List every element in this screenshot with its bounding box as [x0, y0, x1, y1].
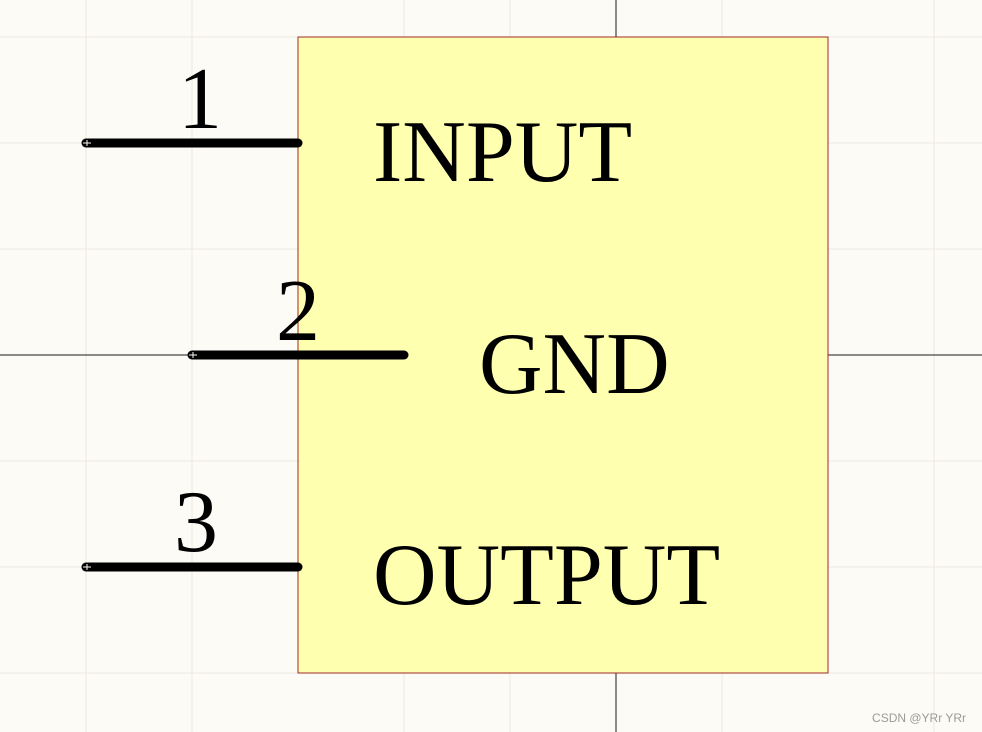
pin-2-number: 2 [276, 263, 320, 360]
pin-1[interactable]: 1 INPUT [81, 51, 632, 201]
pin-1-name: INPUT [373, 104, 632, 201]
pin-2[interactable]: 2 GND [187, 263, 670, 413]
pin-3-name: OUTPUT [373, 527, 720, 624]
pin-3-number: 3 [174, 474, 218, 571]
pin-3-hotspot-icon [83, 564, 91, 570]
pin-1-number: 1 [178, 51, 222, 148]
watermark: CSDN @YRr YRr [872, 711, 966, 725]
pin-1-hotspot-icon [83, 140, 91, 146]
pin-3[interactable]: 3 OUTPUT [81, 474, 720, 624]
pin-2-hotspot-icon [189, 352, 197, 358]
pin-2-name: GND [479, 316, 670, 413]
